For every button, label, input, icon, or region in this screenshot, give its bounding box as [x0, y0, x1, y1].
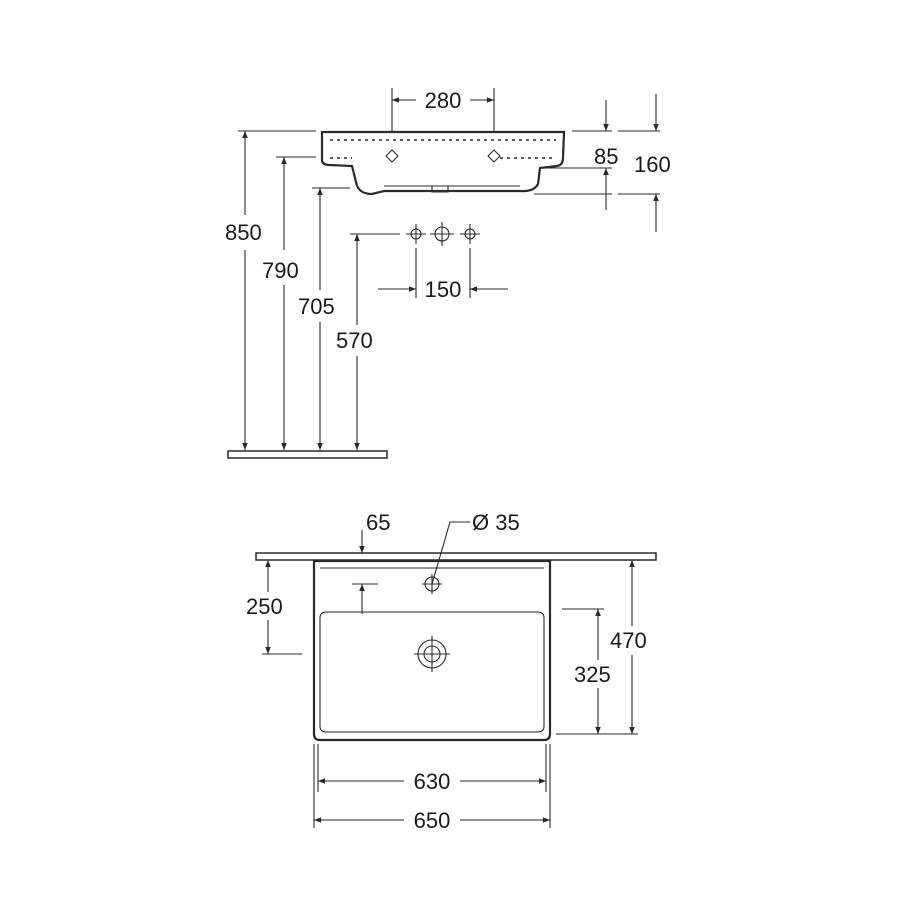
floor-line [227, 450, 388, 459]
dim-470-label: 470 [610, 628, 647, 653]
tap-hole-left-side [385, 149, 399, 163]
dim-705-label: 705 [298, 294, 335, 319]
dim-570-label: 570 [336, 328, 373, 353]
dim-325-label: 325 [574, 662, 611, 687]
dim-650-label: 650 [414, 808, 451, 833]
dim-dia35-leader [431, 521, 470, 585]
dim-250-label: 250 [246, 594, 283, 619]
dim-850-label: 850 [225, 220, 262, 245]
dim-280-label: 280 [425, 88, 462, 113]
dim-150-label: 150 [425, 277, 462, 302]
dim-630-label: 630 [414, 769, 451, 794]
dim-dia35-label: Ø 35 [472, 510, 520, 535]
basin-plan-inner [319, 611, 545, 733]
dim-160-label: 160 [634, 152, 671, 177]
dim-85-label: 85 [594, 144, 618, 169]
tap-fitting-right [460, 224, 480, 244]
dim-65-label: 65 [366, 510, 390, 535]
plan-view: 65 Ø 35 250 470 325 630 650 [246, 510, 657, 833]
side-view: 280 85 160 850 790 705 570 [225, 88, 671, 459]
tap-hole-right-side [487, 149, 501, 163]
tap-fitting-left [406, 224, 426, 244]
tap-fitting-center [430, 222, 454, 246]
drain-stub [431, 186, 449, 193]
dim-790-label: 790 [262, 258, 299, 283]
wall-line [255, 552, 657, 561]
basin-plan-outer [312, 559, 552, 742]
drain-plan [414, 636, 450, 672]
basin-side-outline [320, 130, 566, 196]
